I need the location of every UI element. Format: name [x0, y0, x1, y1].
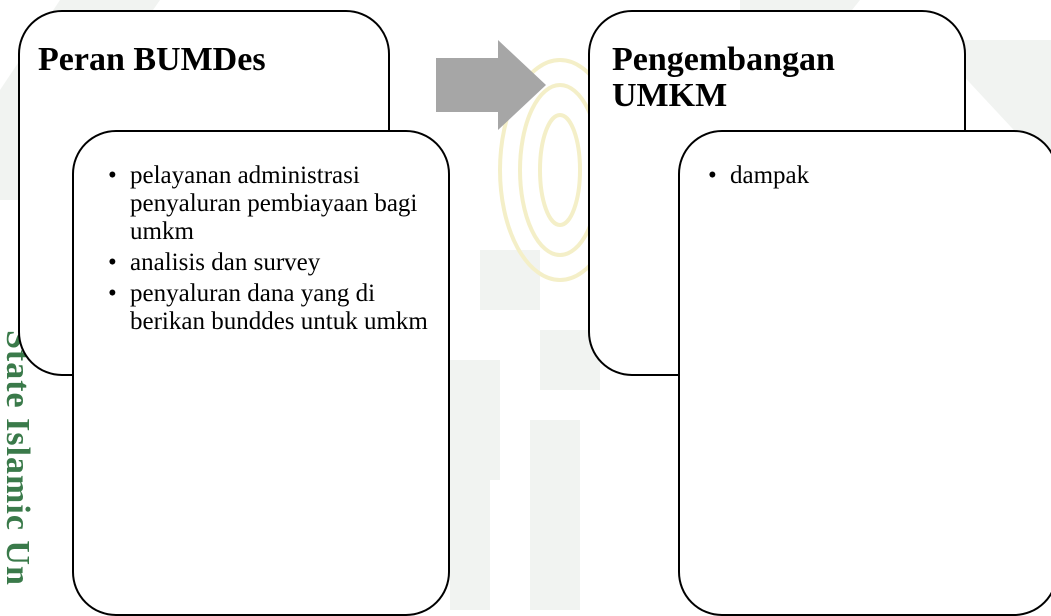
list-item: analisis dan survey	[108, 249, 432, 277]
left-inner-card: pelayanan administrasi penyaluran pembia…	[72, 130, 450, 616]
list-item: pelayanan administrasi penyaluran pembia…	[108, 162, 432, 246]
right-arrow-shape	[436, 40, 546, 130]
right-card-title: Pengembangan UMKM	[612, 41, 835, 114]
right-inner-card: dampak	[678, 130, 1051, 616]
left-bullet-list: pelayanan administrasi penyaluran pembia…	[108, 162, 432, 336]
right-arrow-icon	[436, 40, 546, 130]
right-bullet-list: dampak	[708, 162, 1040, 190]
left-card-title: Peran BUMDes	[38, 41, 266, 78]
side-watermark-text: State Islamic Un	[0, 330, 36, 586]
list-item: penyaluran dana yang di berikan bunddes …	[108, 280, 432, 336]
list-item: dampak	[708, 162, 1040, 190]
